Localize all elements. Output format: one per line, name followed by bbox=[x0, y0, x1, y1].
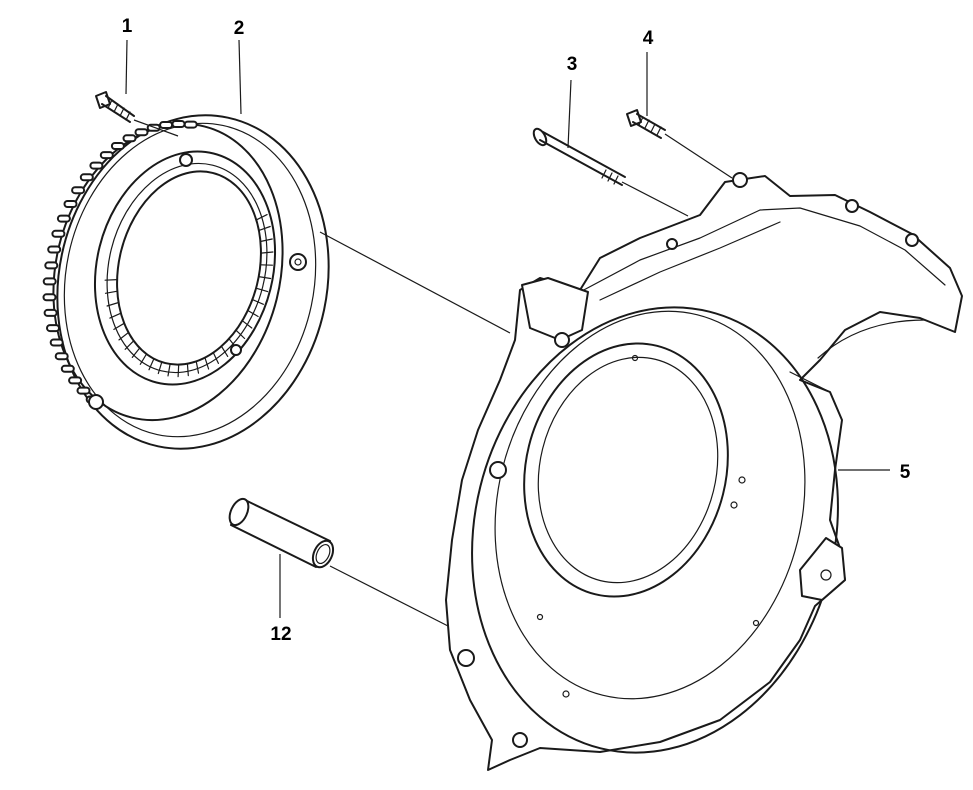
callout-12: 12 bbox=[270, 624, 291, 645]
ring-tooth bbox=[79, 173, 94, 182]
ring-fin bbox=[106, 301, 120, 307]
ring-fin bbox=[251, 299, 264, 305]
callout-5: 5 bbox=[900, 462, 911, 483]
ring-fin bbox=[113, 322, 125, 330]
ring-tooth bbox=[89, 161, 104, 170]
ring-tooth bbox=[56, 214, 71, 223]
ring-fin bbox=[186, 363, 189, 377]
ring-fin bbox=[220, 345, 229, 357]
ring-tooth bbox=[43, 308, 58, 317]
ring-tooth bbox=[71, 186, 86, 195]
part-12-sleeve[interactable] bbox=[226, 496, 337, 571]
ring-fin bbox=[195, 360, 200, 374]
part-4-screw[interactable] bbox=[626, 109, 666, 139]
ring-tooth bbox=[171, 120, 186, 128]
ring-fin bbox=[148, 358, 155, 371]
callout-1: 1 bbox=[122, 16, 133, 37]
ring-tooth bbox=[134, 128, 149, 137]
part-3-long-bolt[interactable] bbox=[531, 127, 626, 186]
ring-tooth bbox=[42, 277, 57, 286]
ring-fin bbox=[247, 309, 259, 318]
ring-fin bbox=[118, 331, 130, 341]
ring-tooth bbox=[68, 376, 83, 385]
ring-fin bbox=[259, 238, 273, 243]
ring-tooth bbox=[159, 121, 174, 129]
ring-fin bbox=[255, 214, 268, 221]
leader-lines bbox=[125, 39, 890, 627]
ring-tooth bbox=[99, 151, 114, 160]
ring-fin bbox=[104, 279, 118, 281]
ring-inner-fins bbox=[104, 214, 274, 378]
ring-tooth bbox=[46, 324, 60, 333]
ring-fin bbox=[258, 276, 272, 280]
ring-fin bbox=[109, 312, 122, 319]
ring-fin bbox=[139, 353, 148, 365]
ring-fin bbox=[124, 340, 135, 350]
ring-tooth bbox=[54, 352, 69, 361]
ring-tooth bbox=[122, 134, 137, 143]
ring-tooth bbox=[63, 200, 78, 208]
ring-tooth bbox=[44, 261, 59, 270]
ring-tooth bbox=[51, 229, 66, 238]
ring-fin bbox=[104, 290, 118, 294]
ring-fin bbox=[255, 287, 269, 293]
ring-tooth bbox=[42, 293, 57, 302]
ring-fin bbox=[157, 361, 163, 375]
ring-tooth bbox=[110, 142, 125, 150]
ring-tooth bbox=[60, 364, 75, 373]
ring-tooth bbox=[49, 338, 64, 347]
ring-fin bbox=[241, 320, 253, 329]
ring-tooth bbox=[183, 120, 198, 129]
ring-fin bbox=[235, 329, 246, 340]
ring-fin bbox=[131, 347, 141, 358]
part-2-starter-ring[interactable] bbox=[23, 90, 359, 474]
part-1-screw[interactable] bbox=[95, 91, 135, 123]
ring-tooth bbox=[76, 386, 91, 395]
ring-tooth bbox=[47, 245, 62, 254]
callout-3: 3 bbox=[567, 54, 578, 75]
ring-fin bbox=[260, 251, 274, 254]
ring-fin bbox=[212, 352, 219, 364]
callout-2: 2 bbox=[234, 18, 245, 39]
ring-fin bbox=[258, 225, 271, 231]
callout-4: 4 bbox=[643, 28, 654, 49]
part-5-fan-housing[interactable] bbox=[426, 172, 963, 790]
ring-fin bbox=[204, 357, 210, 370]
ring-fin bbox=[167, 363, 171, 377]
ring-fin bbox=[177, 364, 180, 378]
